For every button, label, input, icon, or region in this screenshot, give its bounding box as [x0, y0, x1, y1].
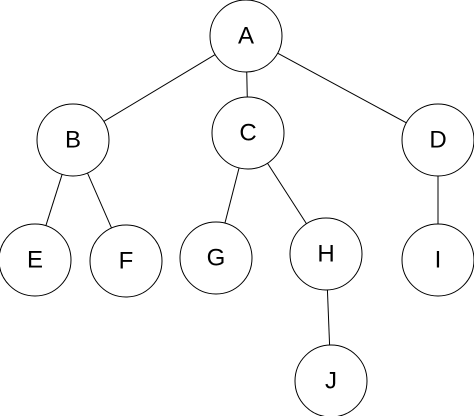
node-g: G: [179, 221, 253, 295]
node-circle-i: [401, 223, 474, 297]
edge-b-f: [86, 172, 113, 229]
node-h: H: [289, 217, 363, 291]
node-circle-e: [0, 223, 72, 297]
node-label-a: A: [238, 23, 254, 50]
node-label-c: C: [239, 120, 256, 147]
node-label-g: G: [207, 245, 226, 272]
node-a: A: [209, 0, 283, 73]
node-label-d: D: [429, 127, 446, 154]
node-label-h: H: [317, 241, 334, 268]
node-c: C: [211, 96, 285, 170]
node-label-f: F: [119, 248, 134, 275]
node-e: E: [0, 223, 72, 297]
edge-h-j: [326, 289, 331, 346]
node-label-e: E: [27, 247, 43, 274]
node-circle-j: [294, 344, 368, 416]
node-circle-b: [36, 103, 110, 177]
node-circle-d: [401, 103, 474, 177]
node-d: D: [401, 103, 474, 177]
node-circle-h: [289, 217, 363, 291]
node-circle-c: [211, 96, 285, 170]
edge-c-h: [267, 162, 307, 225]
node-circle-a: [209, 0, 283, 73]
edges-layer: [45, 52, 439, 346]
node-i: I: [401, 223, 474, 297]
node-label-b: B: [65, 127, 81, 154]
node-j: J: [294, 344, 368, 416]
edge-a-c: [246, 71, 248, 98]
node-label-j: J: [325, 368, 337, 395]
node-b: B: [36, 103, 110, 177]
edge-a-d: [277, 52, 407, 124]
node-circle-g: [179, 221, 253, 295]
edge-a-b: [103, 54, 216, 122]
edge-c-g: [224, 167, 240, 224]
node-label-i: I: [435, 247, 442, 274]
node-f: F: [89, 224, 163, 298]
edge-b-e: [45, 174, 63, 226]
node-circle-f: [89, 224, 163, 298]
